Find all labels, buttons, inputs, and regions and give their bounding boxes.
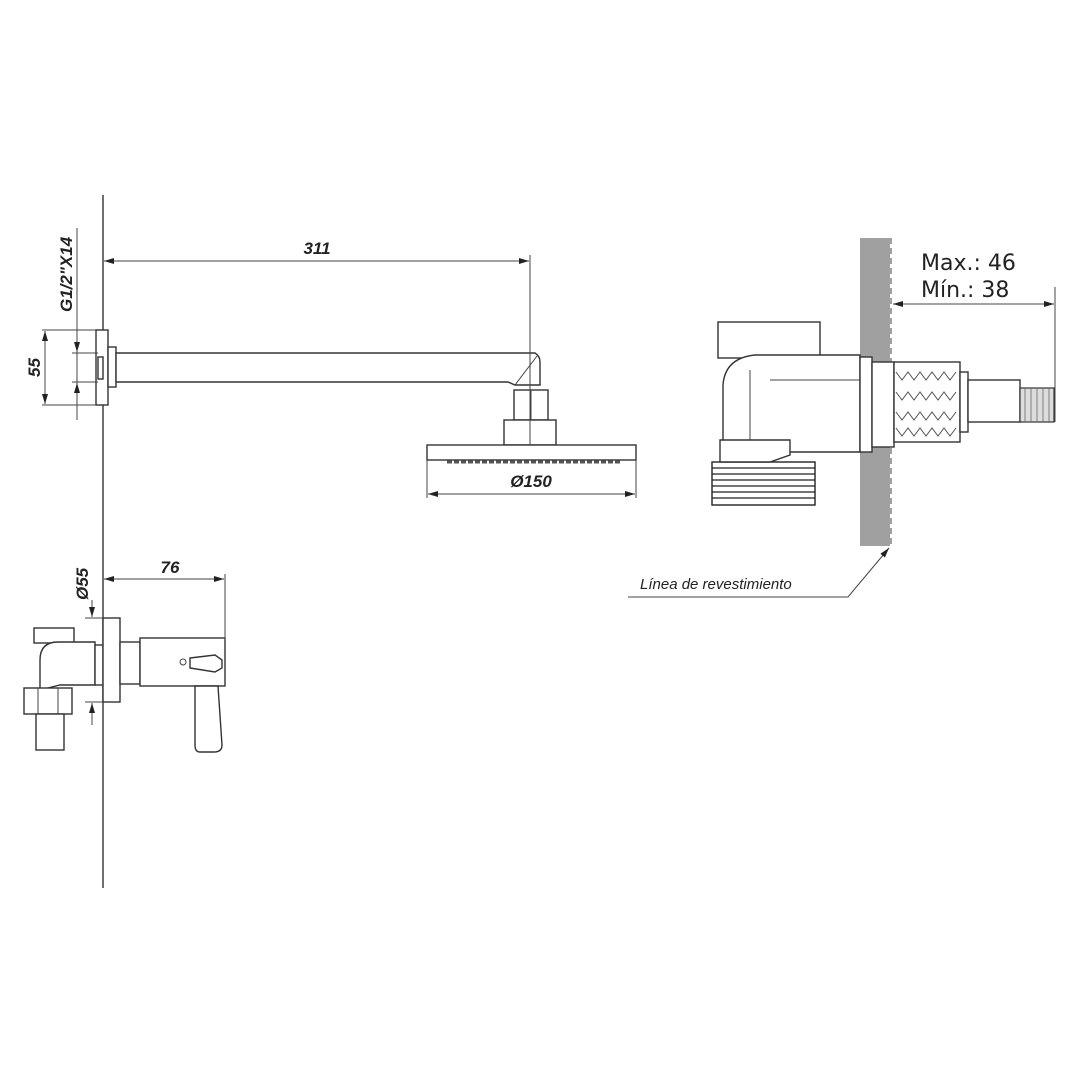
head-diameter-label: Ø150 bbox=[510, 472, 552, 491]
max-length-label: Max.: 46 bbox=[921, 251, 1016, 276]
flange-diameter-label: Ø55 bbox=[73, 567, 92, 600]
thread-spec-label: G1/2"X14 bbox=[57, 236, 76, 312]
finish-line-label: Línea de revestimiento bbox=[640, 576, 792, 593]
valve-front-assembly bbox=[23, 617, 226, 753]
shower-arm-assembly bbox=[95, 329, 637, 464]
arm-length-label: 311 bbox=[303, 239, 330, 258]
flange-height-label: 55 bbox=[25, 358, 44, 377]
finish-line-leader bbox=[628, 547, 890, 598]
valve-depth-label: 76 bbox=[161, 558, 180, 577]
valve-cartridge bbox=[711, 321, 1055, 506]
min-length-label: Mín.: 38 bbox=[921, 278, 1009, 303]
